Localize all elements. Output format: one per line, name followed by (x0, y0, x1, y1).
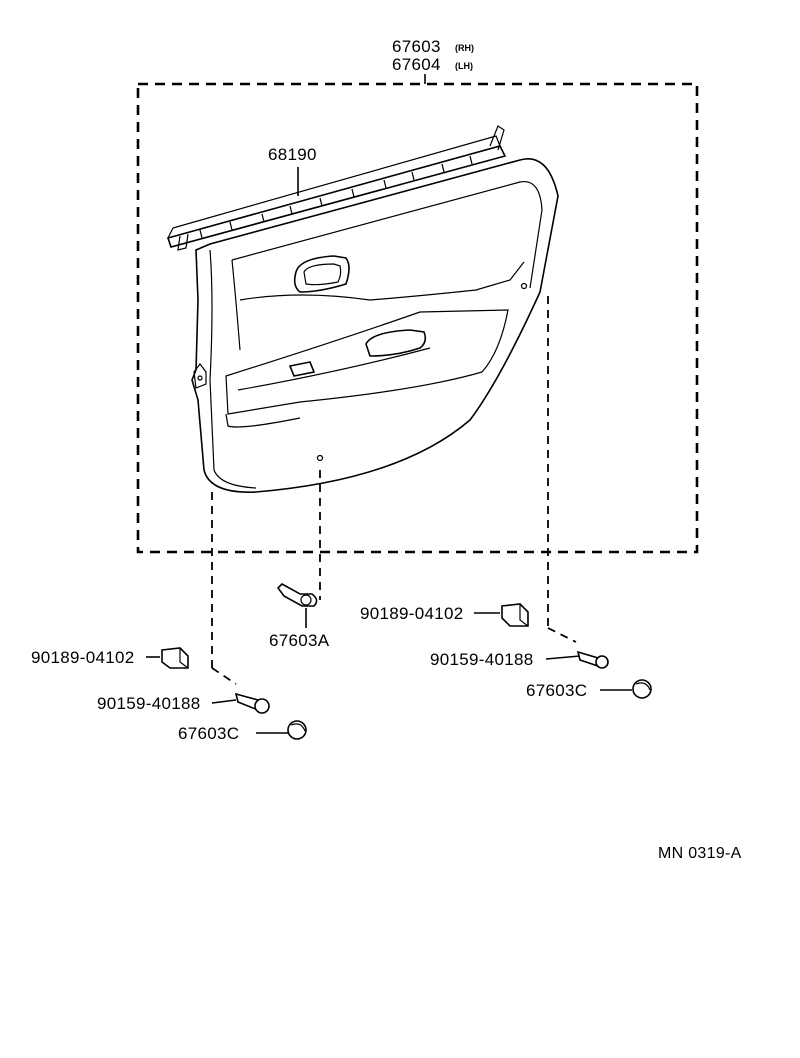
clip-nut-right-number: 90189-04102 (360, 604, 464, 623)
install-line-left-angle (211, 667, 237, 685)
cap-right-number: 67603C (526, 681, 587, 700)
screw-right-drawing (576, 650, 599, 668)
cap-right-group: 67603C (526, 679, 652, 700)
screw-right-leader (545, 655, 581, 660)
door-trim-panel-drawing (191, 158, 559, 493)
door-panel-rh-number: 67603 (392, 37, 441, 56)
assembly-boundary (136, 82, 699, 554)
screw-right-number: 90159-40188 (430, 650, 534, 669)
weatherstrip-group: 68190 (166, 125, 507, 251)
weatherstrip-drawing (166, 125, 507, 251)
clip-nut-right-group: 90189-04102 (360, 603, 529, 627)
figure-code: MN 0319-A (658, 845, 742, 862)
screw-right-group: 90159-40188 (430, 650, 609, 669)
screw-left-number: 90159-40188 (97, 694, 201, 713)
clip-center-drawing (276, 583, 318, 607)
cap-left-group: 67603C (178, 720, 307, 743)
clip-center-group: 67603A (269, 583, 330, 650)
cap-left-number: 67603C (178, 724, 239, 743)
door-panel-callout: 67603 (RH) 67604 (LH) (392, 37, 474, 84)
weatherstrip-number: 68190 (268, 145, 317, 164)
clip-nut-left-number: 90189-04102 (31, 648, 135, 667)
install-line-right-angle (547, 627, 577, 643)
door-panel-lh-number: 67604 (392, 55, 441, 74)
door-panel-lh-side: (LH) (455, 61, 473, 71)
clip-center-number: 67603A (269, 631, 330, 650)
door-panel-rh-side: (RH) (455, 43, 474, 53)
clip-nut-left-group: 90189-04102 (31, 647, 189, 669)
screw-left-group: 90159-40188 (97, 692, 270, 714)
screw-left-leader (211, 699, 237, 704)
